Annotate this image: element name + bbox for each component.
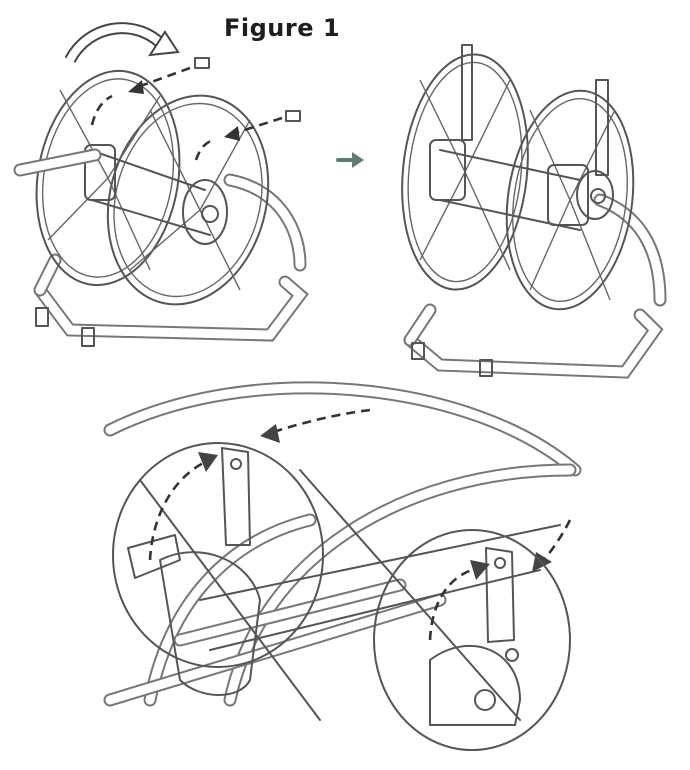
- reel-before-illustration: [13, 22, 309, 347]
- transition-arrow-icon: [336, 152, 364, 168]
- reel-after-illustration: [401, 44, 667, 379]
- figure-title: Figure 1: [224, 14, 341, 42]
- detail-illustration: [103, 381, 582, 751]
